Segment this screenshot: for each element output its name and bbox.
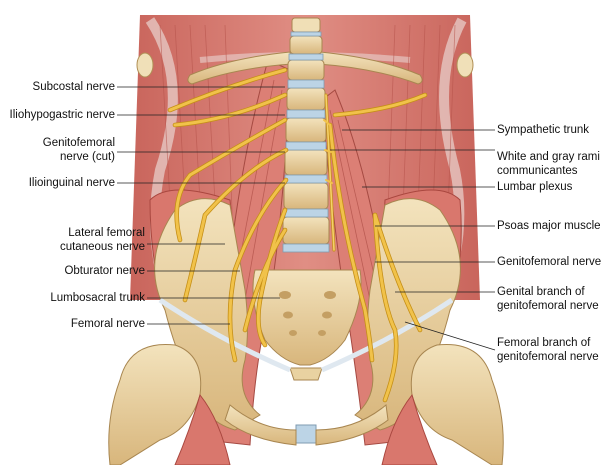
- vertebral-column: [282, 17, 330, 253]
- label-genital-branch: Genital branch of genitofemoral nerve: [497, 286, 599, 312]
- label-lateral-femoral-cutaneous-nerve: Lateral femoral cutaneous nerve: [59, 227, 145, 253]
- label-obturator-nerve: Obturator nerve: [64, 265, 145, 277]
- label-femoral-branch: Femoral branch of genitofemoral nerve: [497, 337, 599, 363]
- nerves: [167, 67, 428, 403]
- label-white-and-gray-rami: White and gray rami communicantes: [497, 151, 600, 177]
- label-lumbosacral-trunk: Lumbosacral trunk: [50, 292, 145, 304]
- ribs: [187, 51, 423, 85]
- label-psoas-major-muscle: Psoas major muscle: [497, 220, 601, 232]
- label-femoral-nerve: Femoral nerve: [70, 318, 145, 330]
- label-sympathetic-trunk: Sympathetic trunk: [497, 124, 590, 136]
- label-iliohypogastric-nerve: Iliohypogastric nerve: [9, 109, 115, 121]
- thigh-muscles: [174, 393, 438, 465]
- leader-lines: [117, 86, 496, 351]
- label-genitofemoral-nerve-cut: Genitofemoral nerve (cut): [42, 137, 115, 163]
- label-subcostal-nerve: Subcostal nerve: [32, 81, 115, 93]
- label-ilioinguinal-nerve: Ilioinguinal nerve: [28, 177, 115, 189]
- label-genitofemoral-nerve: Genitofemoral nerve: [497, 256, 602, 268]
- pelvis-bones: [108, 198, 504, 465]
- label-lumbar-plexus: Lumbar plexus: [497, 181, 573, 193]
